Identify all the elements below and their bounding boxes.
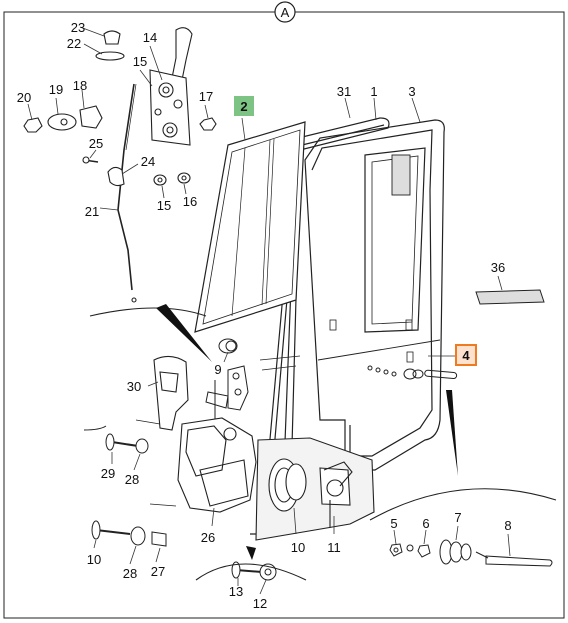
callout-23: 23: [71, 20, 85, 35]
lock-assembly: [255, 437, 375, 541]
detail-arc-right: [369, 488, 557, 521]
bottom-fasteners: [231, 561, 277, 581]
callout-25: 25: [89, 136, 103, 151]
callout-15-lower: 15: [157, 198, 171, 213]
door-latch-hardware: [367, 365, 458, 380]
detail-pointer-bottom: [246, 546, 256, 560]
callout-3: 3: [408, 84, 415, 99]
inner-trim: [153, 355, 257, 513]
callout-14: 14: [143, 30, 157, 45]
callout-12: 12: [253, 596, 267, 611]
callout-7: 7: [454, 510, 461, 525]
detail-arc-upper: [89, 307, 207, 317]
callout-36: 36: [491, 260, 505, 275]
callout-10-left: 10: [87, 552, 101, 567]
callout-24: 24: [141, 154, 155, 169]
callout-30: 30: [127, 379, 141, 394]
inner-latch: [205, 338, 301, 430]
callout-5: 5: [390, 516, 397, 531]
highlight-box-2: [234, 96, 254, 116]
handle-parts-bottom: [389, 539, 553, 567]
door-panel: [304, 119, 445, 471]
callout-2: 2: [240, 99, 247, 114]
callout-labels: 23 22 14 15 17 18 19 20 25 24 21 15 16 2…: [17, 20, 512, 611]
lower-fasteners: [91, 419, 177, 547]
callout-16: 16: [183, 194, 197, 209]
callout-18: 18: [73, 78, 87, 93]
callout-15-upper: 15: [133, 54, 147, 69]
callout-11: 11: [327, 540, 341, 555]
highlight-box-4: [455, 344, 477, 366]
callout-1: 1: [370, 84, 377, 99]
callout-6: 6: [422, 516, 429, 531]
handle-assembly: [23, 27, 217, 303]
callout-19: 19: [49, 82, 63, 97]
window-glass: [194, 121, 306, 333]
detail-pointer-right: [446, 390, 458, 476]
view-tag: A: [274, 1, 296, 23]
callout-8: 8: [504, 518, 511, 533]
callout-17: 17: [199, 89, 213, 104]
callout-31: 31: [337, 84, 351, 99]
callout-29: 29: [101, 466, 115, 481]
detail-arc-bottom: [195, 563, 307, 581]
callout-13: 13: [229, 584, 243, 599]
callout-21: 21: [85, 204, 99, 219]
trim-strip: [475, 289, 545, 305]
callout-28-lower: 28: [123, 566, 137, 581]
callout-22: 22: [67, 36, 81, 51]
callout-20: 20: [17, 90, 31, 105]
callout-26: 26: [201, 530, 215, 545]
callout-9: 9: [214, 362, 221, 377]
detail-arc-left: [83, 425, 107, 431]
callout-4: 4: [462, 348, 470, 363]
leader-lines: [27, 26, 511, 595]
view-tag-label: A: [281, 5, 290, 20]
detail-pointer-upper: [156, 304, 212, 362]
callout-28-upper: 28: [125, 472, 139, 487]
callout-27: 27: [151, 564, 165, 579]
callout-10-center: 10: [291, 540, 305, 555]
